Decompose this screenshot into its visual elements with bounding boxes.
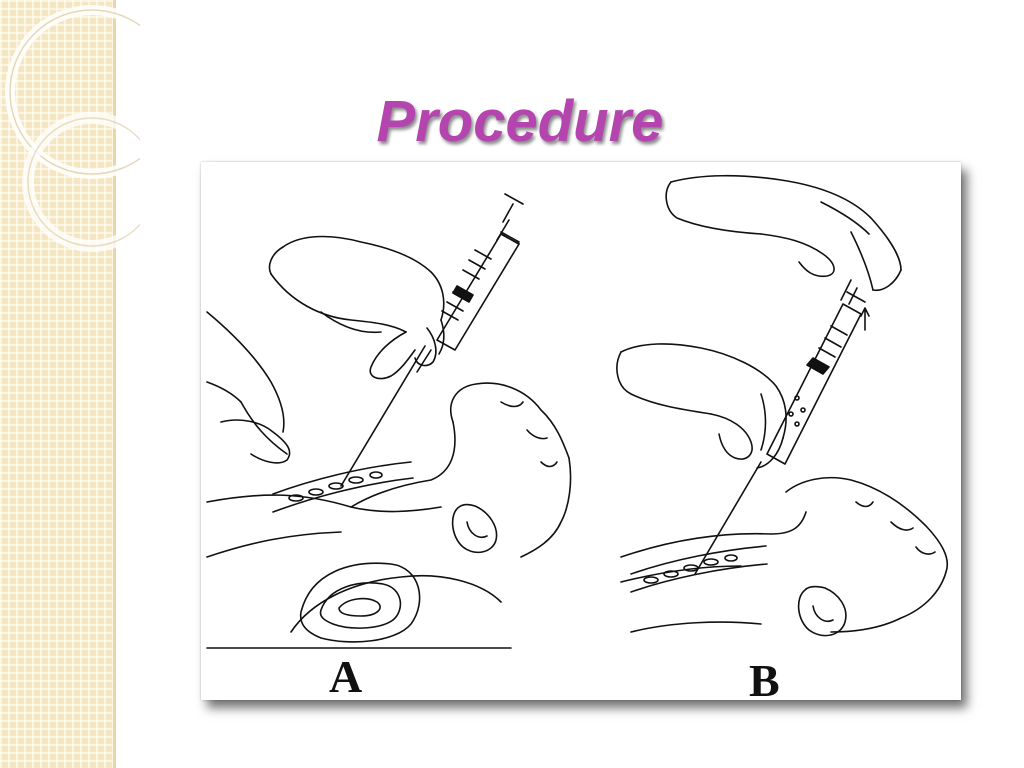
procedure-illustration: A B bbox=[201, 162, 961, 704]
panel-b-drawing bbox=[616, 174, 948, 637]
panel-label-b: B bbox=[749, 655, 780, 706]
decorative-sidebar bbox=[0, 0, 113, 768]
panel-a-drawing bbox=[206, 193, 572, 649]
illustration-drawing bbox=[206, 174, 948, 649]
panel-label-a: A bbox=[329, 651, 363, 702]
slide-title: Procedure bbox=[376, 89, 664, 154]
sidebar-border bbox=[113, 0, 116, 768]
